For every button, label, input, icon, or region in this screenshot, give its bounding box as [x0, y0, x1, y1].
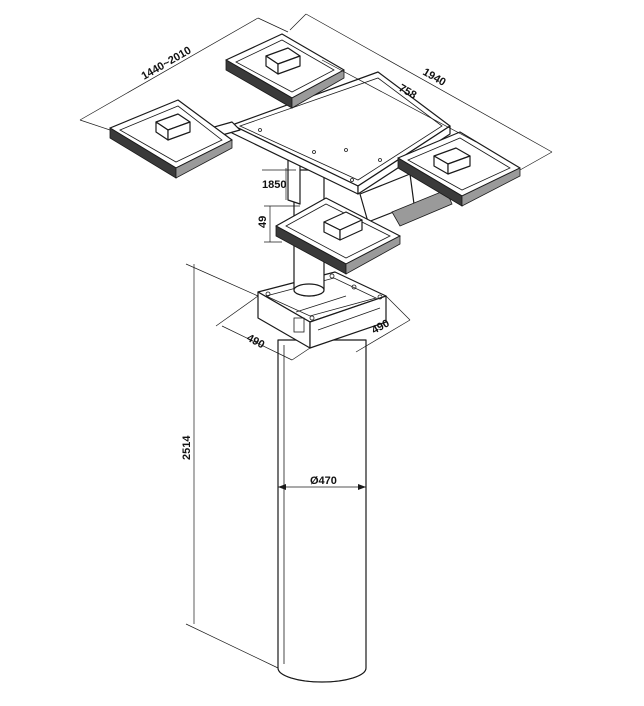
- bolt: [329, 273, 335, 279]
- pad-right-edge: [345, 235, 401, 275]
- ext-line: [185, 263, 259, 297]
- base-bracket: [293, 317, 305, 333]
- column: [277, 339, 367, 683]
- dim-line: [305, 13, 553, 153]
- ext-line: [79, 119, 111, 131]
- post-collar: [293, 283, 325, 297]
- dimension-lift-height: 1850: [262, 168, 296, 200]
- pad-right-edge: [291, 69, 345, 109]
- bolt: [309, 315, 315, 321]
- column-bottom-edge: [277, 667, 367, 683]
- lift-pad-left: [109, 99, 233, 179]
- lift-pad-front: [275, 197, 401, 275]
- dim-label-column-diameter: Ø470: [310, 475, 337, 487]
- dim-label-pad-height: 49: [257, 216, 269, 228]
- platform-inner: [238, 77, 443, 181]
- pad-right-edge: [461, 167, 521, 207]
- dim-label-overall-length: 1940: [421, 66, 448, 89]
- pad-block-right: [447, 155, 471, 175]
- base-right-face: [309, 295, 387, 349]
- arrow-left-icon: [278, 484, 286, 490]
- pad-inner: [407, 137, 511, 191]
- dimension-column-diameter: Ø470: [278, 475, 366, 490]
- base-plate: [257, 271, 387, 349]
- ext-line: [185, 623, 279, 669]
- platform-hole: [258, 128, 262, 132]
- dim-label-base-left: 490: [245, 332, 267, 351]
- dimension-pad-height: 49: [257, 205, 300, 243]
- platform-hole: [378, 158, 382, 162]
- ext-line: [257, 17, 289, 33]
- bolt: [377, 294, 383, 300]
- dim-line: [221, 325, 293, 361]
- dim-line: [355, 319, 411, 353]
- pad-inner: [119, 105, 223, 163]
- dim-label-column-height: 2514: [181, 435, 193, 460]
- center-platform: [231, 71, 451, 195]
- column-body: [277, 339, 367, 683]
- dimension-column-height: 2514: [181, 263, 279, 669]
- pad-block-right: [277, 55, 301, 75]
- pad-right-edge: [175, 139, 233, 179]
- lift-pad-right: [397, 131, 521, 207]
- platform-hole: [312, 150, 316, 154]
- bolt: [265, 291, 271, 297]
- ext-line: [519, 151, 553, 171]
- base-rail: [317, 307, 381, 331]
- platform-hole: [344, 148, 348, 152]
- lift-pad-top: [225, 33, 345, 109]
- base-frame-line: [295, 295, 347, 313]
- platform-hole: [350, 178, 354, 182]
- pad-inner: [285, 203, 391, 259]
- ext-line: [289, 13, 307, 31]
- pad-inner: [235, 39, 335, 93]
- bolt: [351, 284, 357, 290]
- dim-label-lift-height: 1850: [262, 179, 286, 191]
- pad-block-right: [167, 121, 191, 141]
- dim-line: [79, 17, 259, 121]
- dim-label-pad-span: 1440~2010: [140, 45, 194, 83]
- arm-front-rail: [391, 189, 453, 227]
- dim-line: [321, 59, 477, 143]
- ext-line: [215, 295, 259, 327]
- ext-line: [385, 295, 411, 321]
- pad-block-right: [339, 219, 363, 241]
- arrow-right-icon: [358, 484, 366, 490]
- ext-line: [291, 347, 311, 361]
